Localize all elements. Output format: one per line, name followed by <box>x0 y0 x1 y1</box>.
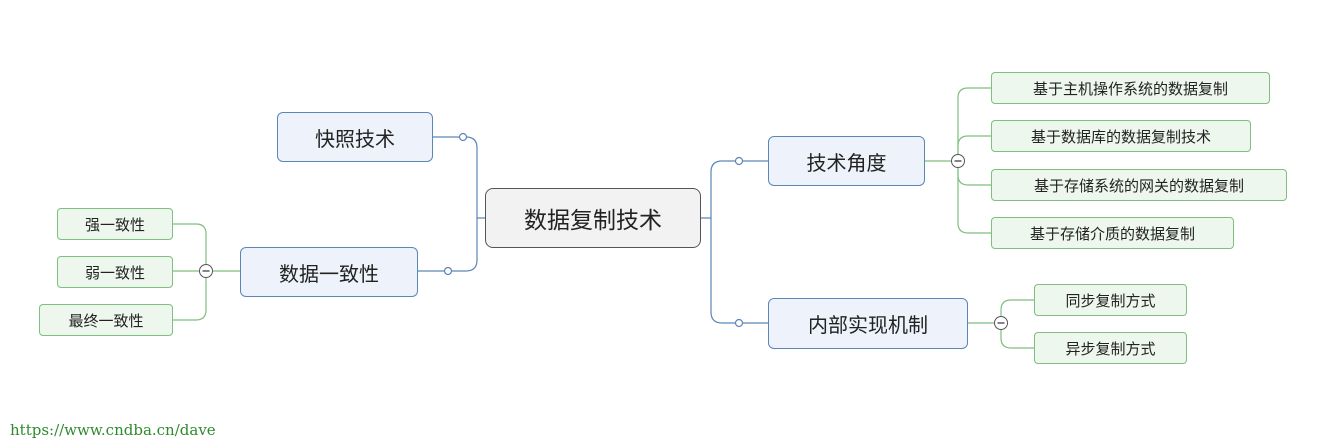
subtopic-host-os-replication[interactable]: 基于主机操作系统的数据复制 <box>991 72 1270 104</box>
collapse-toggle-icons <box>199 154 1008 330</box>
topic-snapshot[interactable]: 快照技术 <box>277 112 433 162</box>
central-topic[interactable]: 数据复制技术 <box>485 188 701 248</box>
subtopic-eventual-consistency[interactable]: 最终一致性 <box>39 304 173 336</box>
subtopic-storage-gateway-replication[interactable]: 基于存储系统的网关的数据复制 <box>991 169 1287 201</box>
subtopic-strong-consistency[interactable]: 强一致性 <box>57 208 173 240</box>
topic-internal-mechanism[interactable]: 内部实现机制 <box>768 298 968 349</box>
subtopic-weak-consistency[interactable]: 弱一致性 <box>57 256 173 288</box>
subtopic-storage-media-replication[interactable]: 基于存储介质的数据复制 <box>991 217 1234 249</box>
subtopic-database-replication[interactable]: 基于数据库的数据复制技术 <box>991 120 1251 152</box>
topic-data-consistency[interactable]: 数据一致性 <box>240 247 418 297</box>
topic-tech-perspective[interactable]: 技术角度 <box>768 136 925 186</box>
watermark-url: https://www.cndba.cn/dave <box>10 421 216 439</box>
subtopic-sync-replication[interactable]: 同步复制方式 <box>1034 284 1187 316</box>
subtopic-async-replication[interactable]: 异步复制方式 <box>1034 332 1187 364</box>
